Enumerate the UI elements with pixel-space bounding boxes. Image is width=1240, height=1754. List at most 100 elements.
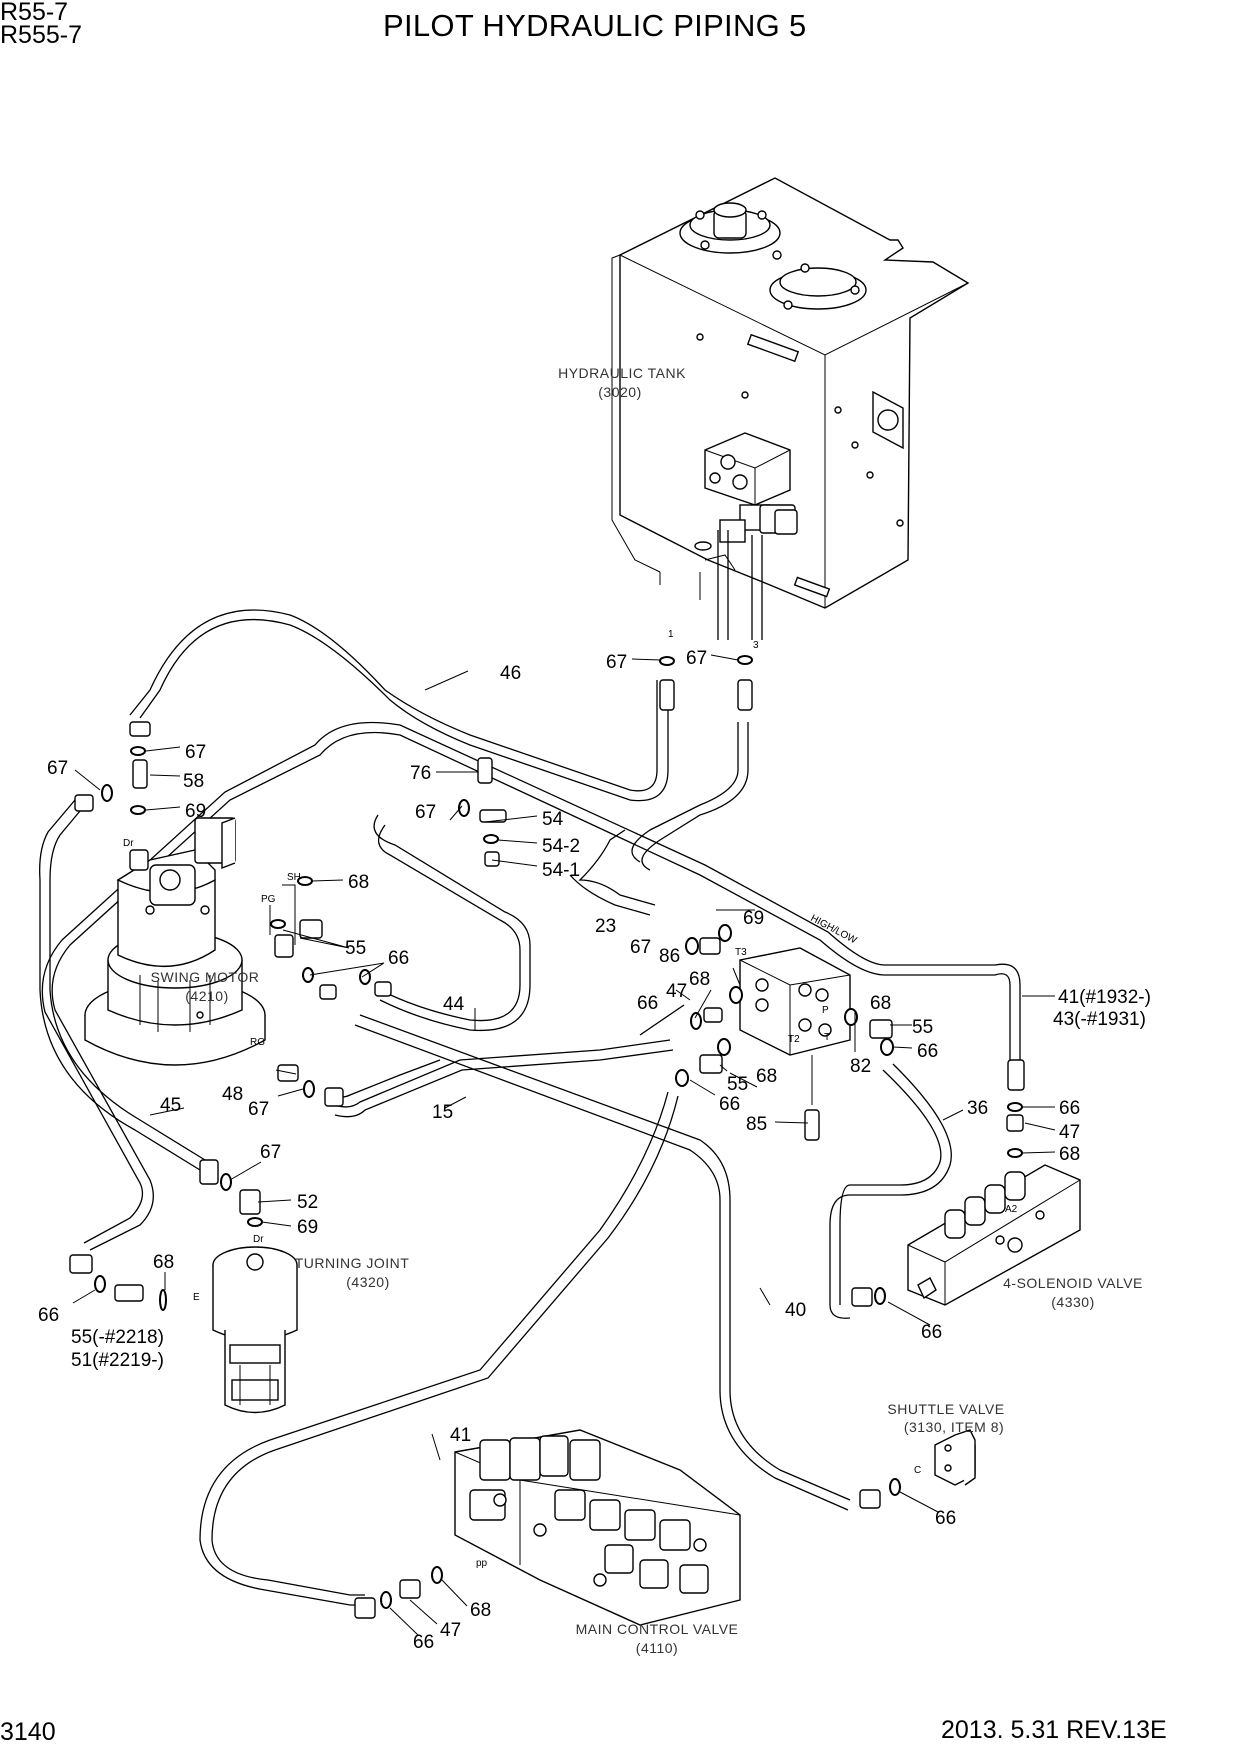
swing-motor-label: SWING MOTOR (4210) — [151, 969, 260, 1004]
callout-47: 47 — [1059, 1122, 1080, 1143]
svg-text:4-SOLENOID VALVE: 4-SOLENOID VALVE — [1003, 1275, 1143, 1291]
callout-41-43: 43(-#1931) — [1053, 1009, 1146, 1030]
leader-lines — [72, 654, 1056, 1636]
svg-text:SWING MOTOR: SWING MOTOR — [151, 969, 260, 985]
page-title: PILOT HYDRAULIC PIPING 5 — [383, 8, 807, 43]
hydraulic-tank-label: HYDRAULIC TANK (3020) — [558, 365, 686, 400]
callout-69: 69 — [297, 1217, 318, 1238]
callout-52: 52 — [297, 1192, 318, 1213]
callout-55-51: 51(#2219-) — [71, 1350, 164, 1371]
svg-text:(3020): (3020) — [598, 384, 641, 400]
svg-text:MAIN CONTROL VALVE: MAIN CONTROL VALVE — [576, 1621, 739, 1637]
svg-text:HYDRAULIC TANK: HYDRAULIC TANK — [558, 365, 686, 381]
port-dr-motor: Dr — [123, 838, 134, 849]
hose-routing — [39, 609, 1021, 1606]
port-pp: pp — [476, 1558, 488, 1569]
callout-66: 66 — [917, 1041, 938, 1062]
valve-block-82-drawing — [739, 947, 851, 1105]
svg-text:(4320): (4320) — [346, 1274, 389, 1290]
port-t3: T3 — [735, 947, 747, 958]
fittings — [69, 655, 1025, 1619]
page-number: 3140 — [0, 1718, 56, 1746]
callout-58: 58 — [183, 771, 204, 792]
callout-66: 66 — [935, 1508, 956, 1529]
callout-67: 67 — [47, 758, 68, 779]
port-a2: A2 — [1005, 1204, 1018, 1215]
callout-41: 41 — [450, 1425, 471, 1446]
callout-55: 55 — [912, 1017, 933, 1038]
callout-40: 40 — [785, 1300, 806, 1321]
svg-text:(3130, ITEM 8): (3130, ITEM 8) — [904, 1419, 1004, 1435]
svg-text:TURNING JOINT: TURNING JOINT — [295, 1255, 410, 1271]
port-rg: RG — [250, 1037, 265, 1048]
callout-85: 85 — [746, 1114, 767, 1135]
port-c: C — [914, 1465, 921, 1476]
shuttle-valve-label: SHUTTLE VALVE (3130, ITEM 8) — [887, 1401, 1004, 1435]
callout-67: 67 — [185, 742, 206, 763]
turning-joint-drawing — [212, 1246, 298, 1414]
callout-68: 68 — [689, 969, 710, 990]
callout-66: 66 — [388, 948, 409, 969]
callout-68: 68 — [756, 1066, 777, 1087]
callout-44: 44 — [443, 994, 465, 1015]
callout-68: 68 — [870, 993, 891, 1014]
shuttle-valve-drawing — [934, 1429, 976, 1486]
port-pg: PG — [261, 894, 276, 905]
callout-69: 69 — [185, 801, 206, 822]
callout-47: 47 — [440, 1620, 461, 1641]
callout-45: 45 — [160, 1095, 181, 1116]
port-tank-1: 1 — [668, 629, 674, 640]
callout-86: 86 — [659, 946, 680, 967]
model-number-secondary: R555-7 — [0, 21, 82, 49]
callout-54-1: 54-1 — [542, 860, 580, 881]
callout-15: 15 — [432, 1102, 453, 1123]
svg-text:SHUTTLE VALVE: SHUTTLE VALVE — [887, 1401, 1004, 1417]
port-p: P — [822, 1005, 829, 1016]
callout-46: 46 — [500, 663, 521, 684]
callout-66: 66 — [719, 1094, 740, 1115]
port-sh: SH — [287, 872, 301, 883]
part-callouts: 46 67 67 67 67 58 69 76 67 54 54-2 54-1 … — [38, 648, 1151, 1653]
callout-66: 66 — [637, 993, 658, 1014]
revision-date: 2013. 5.31 REV.13E — [941, 1716, 1167, 1744]
svg-text:(4210): (4210) — [185, 988, 228, 1004]
callout-55-51: 55(-#2218) — [71, 1327, 164, 1348]
svg-text:(4110): (4110) — [636, 1640, 678, 1656]
callout-68: 68 — [348, 872, 369, 893]
callout-67: 67 — [415, 802, 436, 823]
callout-23: 23 — [595, 916, 616, 937]
callout-55: 55 — [345, 938, 366, 959]
callout-67: 67 — [248, 1099, 269, 1120]
port-dr-joint: Dr — [253, 1234, 264, 1245]
callout-47: 47 — [666, 981, 687, 1002]
callout-66: 66 — [1059, 1098, 1080, 1119]
callout-36: 36 — [967, 1098, 988, 1119]
svg-text:(4330): (4330) — [1051, 1294, 1094, 1310]
callout-67: 67 — [686, 648, 707, 669]
callout-66: 66 — [921, 1322, 942, 1343]
port-e: E — [193, 1292, 200, 1303]
callout-66: 66 — [38, 1305, 59, 1326]
callout-68: 68 — [153, 1252, 174, 1273]
port-tank-3: 3 — [753, 640, 759, 651]
callout-82: 82 — [850, 1056, 871, 1077]
callout-67: 67 — [630, 937, 651, 958]
callout-68: 68 — [470, 1600, 491, 1621]
callout-69: 69 — [743, 908, 764, 929]
model-number-primary: R55-7 — [0, 0, 69, 26]
solenoid-valve-label: 4-SOLENOID VALVE (4330) — [1003, 1275, 1143, 1310]
port-t2: T2 — [788, 1034, 800, 1045]
callout-54: 54 — [542, 809, 564, 830]
callout-66: 66 — [413, 1632, 434, 1653]
swing-motor-port-lines — [269, 884, 296, 945]
callout-67: 67 — [606, 652, 627, 673]
callout-55: 55 — [727, 1074, 748, 1095]
port-t: T — [824, 1032, 830, 1043]
main-control-valve-drawing — [454, 1429, 741, 1626]
callout-54-2: 54-2 — [542, 836, 580, 857]
swing-motor-drawing — [84, 817, 266, 1066]
hose-high-low-label: HIGH/LOW — [809, 913, 859, 947]
callout-67: 67 — [260, 1142, 281, 1163]
solenoid-valve-drawing — [907, 1164, 1081, 1306]
